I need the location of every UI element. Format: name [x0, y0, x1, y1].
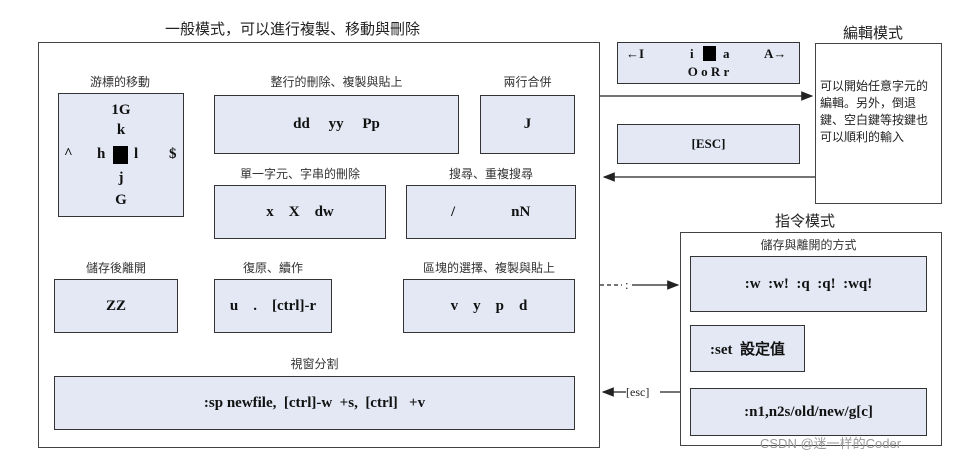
- watermark: CSDN @迷一样的Coder: [760, 436, 902, 451]
- cursor-block-icon: [113, 146, 128, 164]
- search-caption: 搜尋、重複搜尋: [448, 167, 533, 181]
- replace-cmd: :n1,n2s/old/new/g[c]: [744, 403, 873, 420]
- key-k: k: [116, 122, 126, 138]
- save-methods-caption: 儲存與離開的方式: [760, 238, 857, 252]
- join-key: J: [523, 116, 532, 132]
- edit-mode-title: 編輯模式: [843, 26, 904, 42]
- key-g: G: [115, 192, 127, 208]
- key-1g: 1G: [111, 102, 131, 118]
- replace-box: :n1,n2s/old/new/g[c]: [690, 388, 927, 436]
- esc-back-label: [esc]: [626, 385, 649, 399]
- split-keys: :sp newfile, [ctrl]-w +s, [ctrl] +v: [203, 394, 426, 411]
- line-ops-box: dd yy Pp: [214, 95, 459, 154]
- save-quit-box: ZZ: [54, 279, 178, 333]
- cursor-move-caption: 游標的移動: [89, 75, 150, 89]
- visual-box: v y p d: [403, 279, 575, 333]
- esc-box: [ESC]: [617, 124, 800, 164]
- split-box: :sp newfile, [ctrl]-w +s, [ctrl] +v: [54, 376, 575, 430]
- line-ops-caption: 整行的刪除、複製與貼上: [270, 75, 403, 89]
- key-l: l: [134, 146, 139, 162]
- cursor-move-box: 1G k ^ h l $ j G: [58, 93, 184, 217]
- key-a: a: [723, 46, 730, 61]
- search-key-nn: nN: [511, 203, 531, 220]
- save-quit-keys: ZZ: [105, 297, 126, 314]
- key-j: j: [118, 170, 124, 186]
- cursor-block-icon: [703, 46, 716, 61]
- join-box: J: [480, 95, 575, 154]
- char-delete-keys: x X dw: [266, 203, 334, 220]
- key-right-a: A→: [764, 46, 787, 61]
- undo-box: u . [ctrl]-r: [214, 279, 332, 333]
- key-left-i: ←I: [626, 46, 645, 61]
- command-mode-title: 指令模式: [775, 214, 836, 230]
- set-cmd: :set 設定值: [710, 342, 785, 358]
- key-caret: ^: [64, 146, 73, 162]
- normal-mode-title: 一般模式，可以進行複製、移動與刪除: [165, 22, 421, 38]
- edit-mode-frame: 可以開始任意字元的編輯。另外，倒退鍵、空白鍵等按鍵也可以順利的輸入: [815, 43, 942, 204]
- key-dollar: $: [169, 146, 177, 162]
- undo-keys: u . [ctrl]-r: [229, 297, 317, 314]
- set-box: :set 設定值: [690, 325, 805, 372]
- edit-mode-description: 可以開始任意字元的編輯。另外，倒退鍵、空白鍵等按鍵也可以順利的輸入: [820, 79, 929, 144]
- key-i: i: [690, 46, 694, 61]
- save-methods-box: :w :w! :q :q! :wq!: [690, 256, 927, 312]
- save-quit-caption: 儲存後離開: [85, 261, 146, 275]
- esc-key: [ESC]: [691, 136, 726, 151]
- insert-keys-box: ←I i a A→ O o R r: [617, 42, 800, 84]
- search-box: / nN: [406, 185, 576, 239]
- key-h: h: [97, 146, 106, 162]
- search-key-slash: /: [451, 203, 456, 220]
- join-caption: 兩行合併: [503, 75, 552, 89]
- split-caption: 視窗分割: [290, 357, 339, 371]
- save-methods-keys: :w :w! :q :q! :wq!: [744, 275, 873, 292]
- char-delete-caption: 單一字元、字串的刪除: [239, 167, 360, 181]
- visual-caption: 區塊的選擇、複製與貼上: [422, 261, 555, 275]
- char-delete-box: x X dw: [214, 185, 386, 239]
- line-ops-keys: dd yy Pp: [293, 116, 380, 132]
- key-oorr: O o R r: [687, 64, 730, 79]
- undo-caption: 復原、續作: [242, 261, 303, 275]
- visual-keys: v y p d: [450, 297, 528, 314]
- colon-label: :: [625, 277, 629, 292]
